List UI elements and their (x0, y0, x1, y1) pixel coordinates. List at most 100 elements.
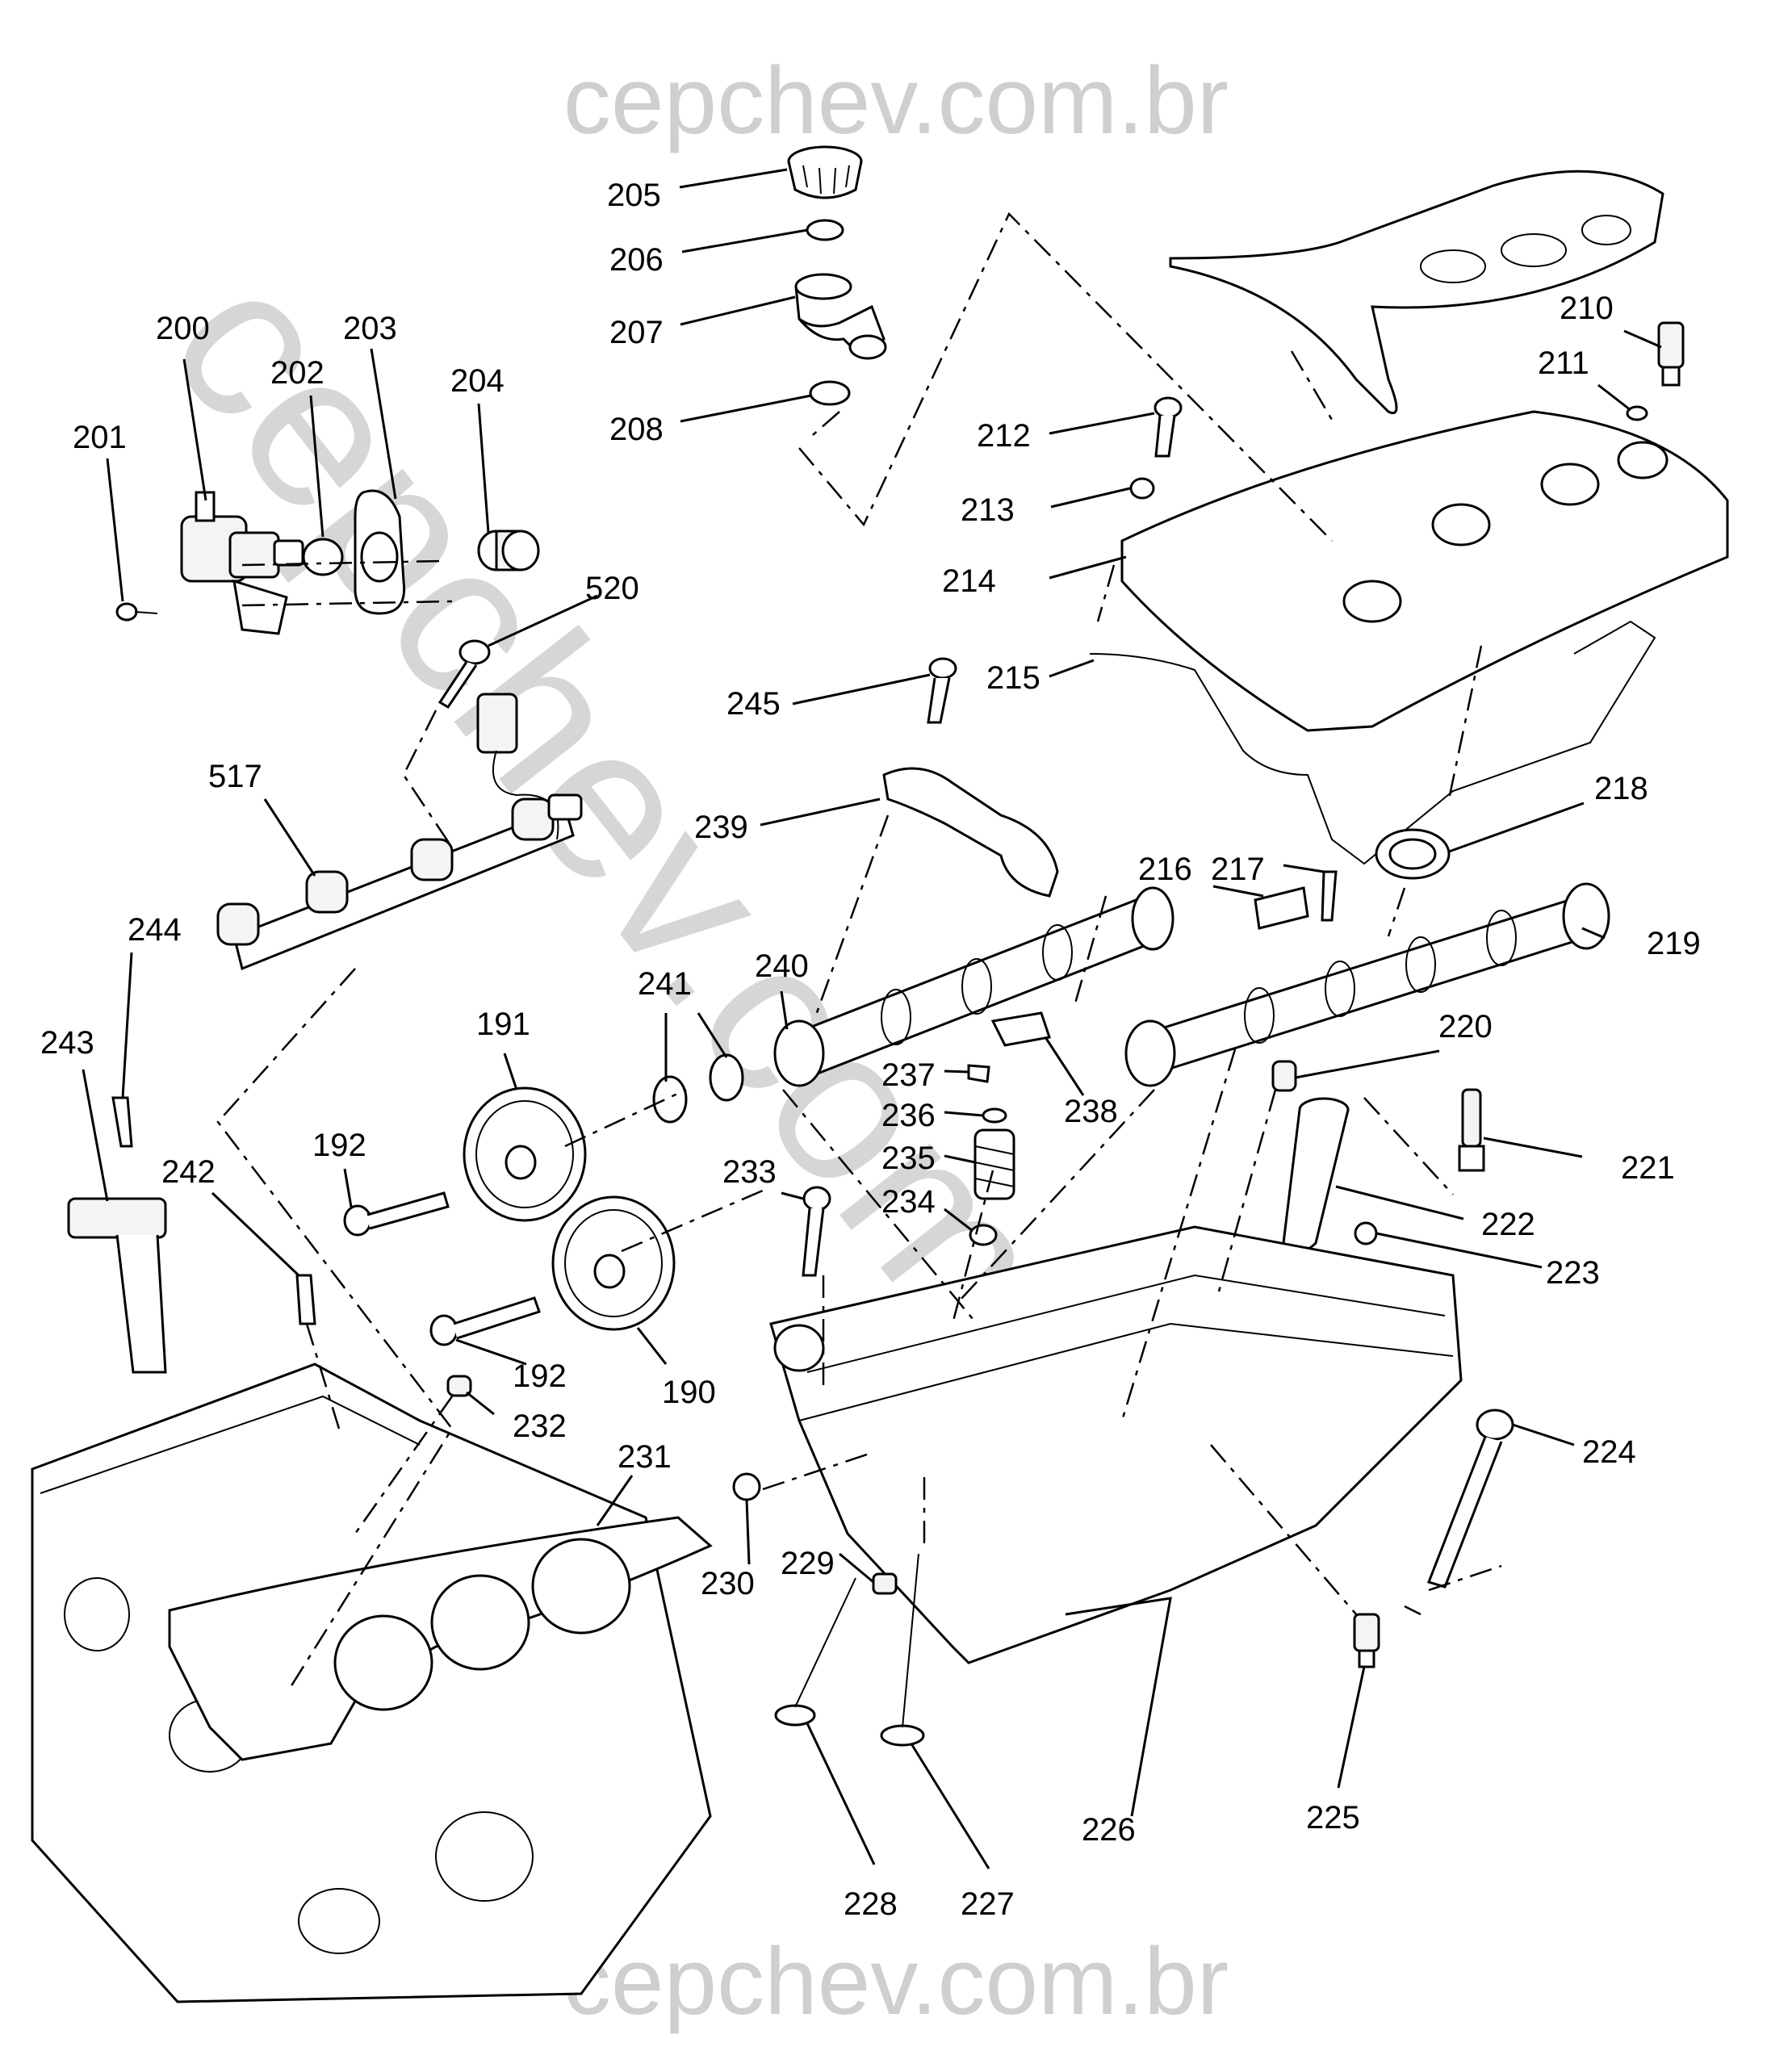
callout-242: 242 (161, 1154, 216, 1190)
gasket-203 (354, 489, 406, 615)
leader-lines (82, 168, 1662, 1869)
camshaft-219 (1124, 882, 1610, 1087)
seal-241b (709, 1053, 744, 1102)
rocker-238 (990, 1011, 1051, 1047)
callout-208: 208 (609, 412, 664, 447)
seal-206 (806, 219, 844, 241)
callout-224: 224 (1582, 1434, 1636, 1470)
seal-241a (652, 1075, 688, 1124)
bolt-244 (111, 1096, 133, 1148)
callout-235: 235 (881, 1141, 936, 1176)
bolt-192a (343, 1191, 450, 1237)
cam-actuator-190 (551, 1195, 676, 1331)
callout-201: 201 (73, 420, 127, 455)
callout-191: 191 (476, 1007, 530, 1042)
bolt-245 (927, 657, 957, 724)
callout-245: 245 (726, 686, 781, 722)
callout-220: 220 (1438, 1009, 1493, 1044)
callout-190: 190 (662, 1375, 716, 1410)
bolt-233 (802, 1186, 831, 1277)
callout-222: 222 (1481, 1207, 1535, 1242)
bolt-192b (429, 1296, 541, 1346)
dowel-232 (446, 1375, 472, 1397)
callout-204: 204 (450, 363, 505, 399)
callout-226: 226 (1082, 1812, 1136, 1848)
callout-240: 240 (755, 948, 809, 984)
callout-212: 212 (977, 418, 1031, 454)
callout-238: 238 (1064, 1094, 1118, 1129)
callout-233: 233 (722, 1154, 777, 1190)
seal-218 (1375, 828, 1451, 880)
callout-232: 232 (513, 1409, 567, 1444)
key-237 (967, 1064, 990, 1083)
valve-228 (774, 1577, 856, 1727)
plug-223 (1354, 1221, 1378, 1245)
callout-236: 236 (881, 1098, 936, 1133)
callout-223: 223 (1546, 1255, 1600, 1291)
callout-216: 216 (1138, 852, 1192, 887)
callout-202: 202 (270, 355, 324, 391)
bolt-520 (438, 639, 491, 710)
follower-204 (477, 530, 540, 571)
spring-235 (973, 1128, 1015, 1200)
parts-line-art (31, 145, 1729, 2003)
seal-208 (809, 380, 851, 406)
callout-215: 215 (986, 660, 1040, 696)
callout-217: 217 (1211, 852, 1265, 887)
assembly-centerlines (216, 211, 1502, 1688)
callout-230: 230 (701, 1566, 755, 1601)
washer-211 (1626, 405, 1648, 421)
callout-234: 234 (881, 1184, 936, 1220)
callout-213: 213 (961, 492, 1015, 528)
fuel-pump-200 (180, 491, 304, 635)
callout-237: 237 (881, 1057, 936, 1093)
callout-203: 203 (343, 311, 397, 346)
grommet-213 (1129, 477, 1155, 500)
stud-242 (295, 1274, 316, 1325)
callout-192-lower: 192 (513, 1358, 567, 1394)
plug-230 (732, 1472, 761, 1501)
callout-205: 205 (607, 178, 661, 213)
sensor-210 (1657, 321, 1685, 387)
tube-222 (1282, 1097, 1350, 1253)
bearing-cap-239 (882, 767, 1059, 898)
cylinder-head-226 (769, 1225, 1463, 1664)
callout-244: 244 (128, 912, 182, 948)
watermark-bottom: cepchev.com.br (563, 1928, 1229, 2035)
seal-234 (969, 1224, 998, 1246)
acoustic-cover (1169, 170, 1664, 414)
lash-adjuster-220 (1271, 1060, 1297, 1092)
callout-517: 517 (208, 759, 262, 794)
callout-219: 219 (1647, 926, 1701, 961)
fill-tube-207 (794, 273, 887, 360)
callout-241: 241 (638, 966, 692, 1002)
bolt-224 (1427, 1409, 1514, 1589)
callout-214: 214 (942, 563, 996, 599)
oil-cap-205 (787, 145, 863, 199)
callout-239: 239 (694, 810, 748, 845)
sensor-225 (1353, 1613, 1380, 1668)
watermark-top: cepchev.com.br (563, 48, 1229, 154)
spark-plug-221 (1458, 1088, 1485, 1172)
callout-229: 229 (781, 1546, 835, 1581)
bolt-217 (1321, 870, 1338, 922)
callout-206: 206 (609, 242, 664, 278)
callout-225: 225 (1306, 1800, 1360, 1836)
callout-221: 221 (1621, 1150, 1675, 1186)
cam-actuator-191 (463, 1086, 587, 1222)
bolt-212 (1153, 396, 1183, 458)
callout-218: 218 (1594, 771, 1648, 806)
callout-520: 520 (585, 571, 639, 606)
o-ring-202 (302, 538, 344, 576)
callout-192-upper: 192 (312, 1128, 366, 1163)
callout-231: 231 (618, 1439, 672, 1475)
gasket-215 (1089, 620, 1656, 865)
cap-216 (1254, 886, 1309, 930)
callout-211: 211 (1538, 345, 1589, 381)
ignition-coil-243 (67, 1197, 167, 1374)
callout-200: 200 (156, 311, 210, 346)
callout-228: 228 (844, 1886, 898, 1922)
callout-207: 207 (609, 315, 664, 350)
camshaft-240 (773, 886, 1174, 1087)
